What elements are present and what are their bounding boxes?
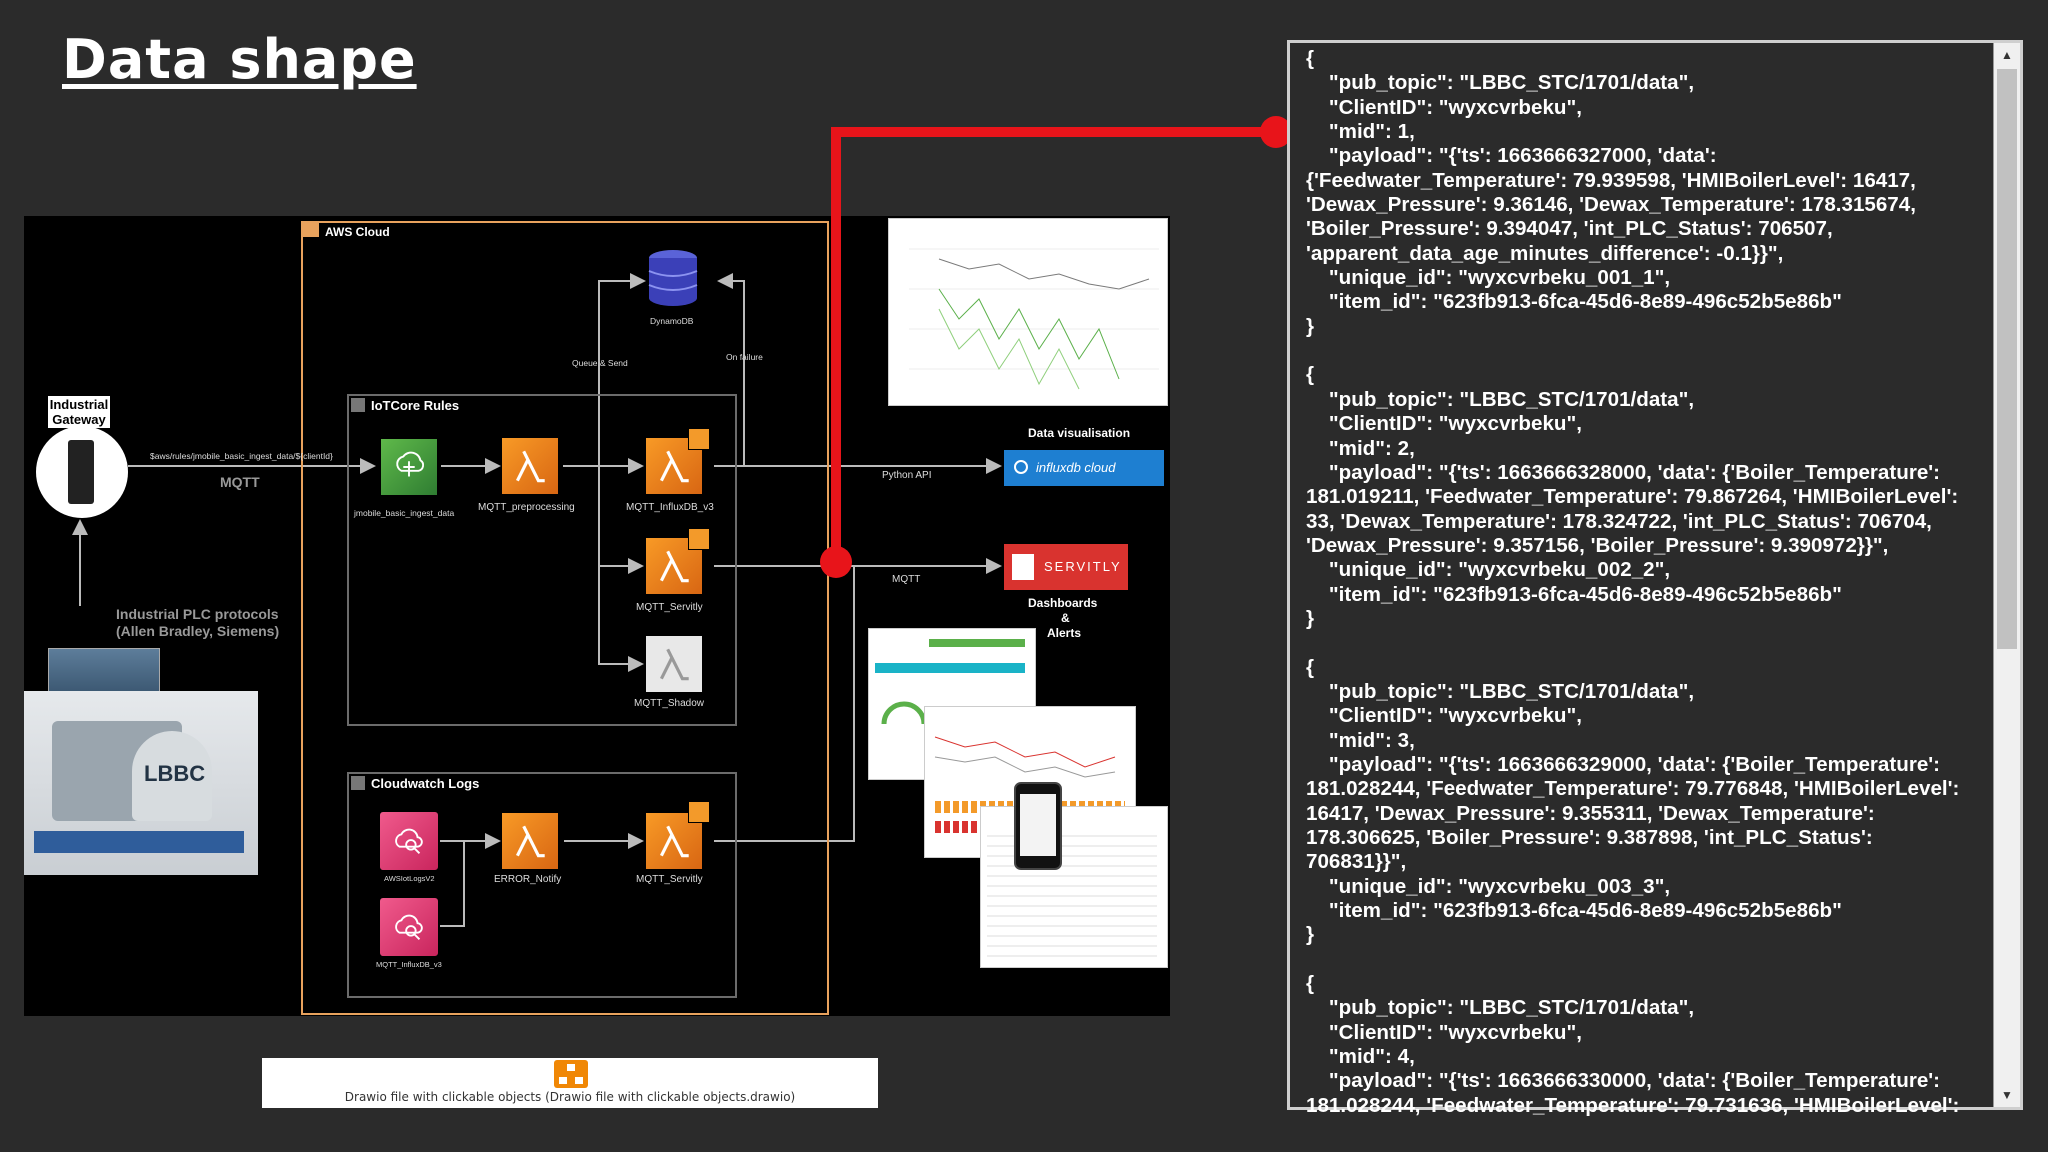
awslogs-label: AWSIotLogsV2 [384, 874, 435, 883]
cloudwatch-label: Cloudwatch Logs [371, 776, 480, 791]
preprocessing-label: MQTT_preprocessing [478, 502, 575, 513]
gateway-label: Industrial Gateway [48, 396, 110, 428]
mqtt-out-label: MQTT [892, 574, 921, 585]
python-api-label: Python API [882, 470, 932, 481]
iot-icon [351, 398, 365, 412]
servitly-logo-text: SERVITLY [1044, 559, 1122, 574]
influx-logs-label: MQTT_InfluxDB_v3 [376, 960, 442, 969]
dashboard-screenshot-3 [980, 806, 1168, 968]
influx-logo-text: influxdb cloud [1036, 460, 1116, 475]
aws-logo-icon [303, 223, 319, 237]
drawio-file-link[interactable]: Drawio file with clickable objects (Draw… [262, 1058, 878, 1108]
influx-logs-icon [380, 898, 438, 956]
dashboards-label-1: Dashboards [1028, 596, 1098, 610]
plc-label-2: (Allen Bradley, Siemens) [116, 623, 280, 639]
dashboards-label-3: Alerts [1047, 626, 1082, 640]
diagram-connectors [72, 273, 1002, 927]
plc-label-1: Industrial PLC protocols [116, 606, 279, 622]
drawio-icon [554, 1060, 588, 1088]
mqtt-topic-label: $aws/rules/jmobile_basic_ingest_data/${c… [150, 451, 333, 461]
architecture-diagram: AWS Cloud IoTCore Rules Cloudwatch Logs … [24, 216, 1170, 1016]
scroll-thumb[interactable] [1997, 69, 2017, 649]
scroll-up-arrow-icon[interactable]: ▲ [2001, 48, 2013, 62]
influx-lambda-label: MQTT_InfluxDB_v3 [626, 502, 714, 513]
data-vis-label: Data visualisation [1028, 426, 1131, 440]
influx-chart-screenshot [888, 218, 1168, 406]
dashboards-label-2: & [1061, 611, 1070, 625]
json-sample-text: { "pub_topic": "LBBC_STC/1701/data", "Cl… [1306, 47, 1960, 1117]
influx-lambda-badge [688, 428, 710, 450]
awslogs-icon [380, 812, 438, 870]
phone-image [1014, 782, 1062, 870]
influx-logo-icon [1014, 460, 1028, 474]
servitly-logo-icon [1012, 554, 1034, 580]
aws-cloud-label: AWS Cloud [325, 225, 390, 239]
queue-send-label: Queue & Send [572, 358, 628, 368]
dynamodb-label: DynamoDB [650, 316, 694, 326]
slide-title: Data shape [62, 28, 417, 91]
machine-brand-label: LBBC [144, 761, 206, 786]
json-panel-scrollbar[interactable]: ▲ ▼ [1993, 43, 2020, 1107]
lambda-preprocessing-icon [502, 438, 558, 494]
scroll-down-arrow-icon[interactable]: ▼ [2001, 1088, 2013, 1102]
mqtt-label: MQTT [220, 474, 260, 490]
servitly2-label: MQTT_Servitly [636, 874, 703, 885]
dynamodb-icon [648, 250, 698, 306]
iotcore-label: IoTCore Rules [371, 398, 460, 413]
servitly-lambda-label: MQTT_Servitly [636, 602, 703, 613]
aws-cloud-boundary: AWS Cloud [301, 221, 829, 1015]
drawio-caption: Drawio file with clickable objects (Draw… [344, 1090, 796, 1104]
servitly2-lambda-badge [688, 801, 710, 823]
gateway-icon [36, 426, 128, 518]
servitly-logo: SERVITLY [1004, 544, 1128, 590]
lambda-shadow-icon [646, 636, 702, 692]
ingest-label: jmobile_basic_ingest_data [354, 508, 455, 518]
lambda-error-notify-icon [502, 813, 558, 869]
cloudwatch-logs-group: Cloudwatch Logs [347, 772, 737, 998]
boiler-machine-image: LBBC [24, 691, 258, 875]
influxdb-logo: influxdb cloud [1004, 450, 1164, 486]
iot-rule-icon [381, 439, 437, 495]
influx-chart-thumbnail [909, 248, 1159, 390]
shadow-label: MQTT_Shadow [634, 698, 705, 709]
error-notify-label: ERROR_Notify [494, 874, 562, 885]
cloudwatch-icon [351, 776, 365, 790]
on-failure-label: On failure [726, 352, 763, 362]
servitly-lambda-badge [688, 528, 710, 550]
iotcore-rules-group: IoTCore Rules [347, 394, 737, 726]
json-sample-panel[interactable]: { "pub_topic": "LBBC_STC/1701/data", "Cl… [1287, 40, 2023, 1117]
